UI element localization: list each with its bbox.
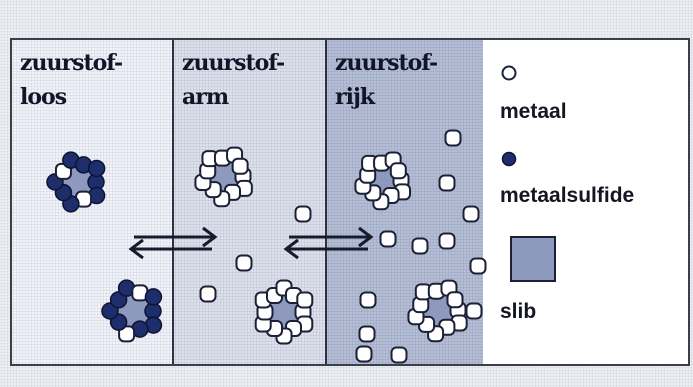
column-title-oxygen-rich: zuurstof- rijk bbox=[335, 46, 475, 114]
metal-particle bbox=[379, 230, 397, 248]
metal-particle bbox=[469, 257, 487, 275]
column-title-oxygen-free: zuurstof- loos bbox=[20, 46, 160, 114]
equilibrium-arrow-icon bbox=[128, 226, 218, 260]
metal-particle bbox=[446, 291, 464, 309]
metal-particle bbox=[199, 285, 217, 303]
metal-particle bbox=[358, 325, 376, 343]
metal-particle bbox=[294, 205, 312, 223]
equilibrium-arrow-icon bbox=[283, 226, 374, 260]
column-title-line: loos bbox=[20, 84, 67, 110]
metal-particle-icon bbox=[501, 65, 517, 81]
metal-particle bbox=[462, 205, 480, 223]
legend-label-metal-sulfide: metaalsulfide bbox=[500, 184, 635, 207]
column-title-line: rijk bbox=[335, 84, 375, 110]
metal-sulfide-particle bbox=[87, 159, 106, 178]
column-title-line: arm bbox=[182, 84, 229, 110]
legend-label-metal: metaal bbox=[500, 100, 567, 123]
metal-particle bbox=[411, 237, 429, 255]
metal-particle bbox=[444, 129, 462, 147]
metal-particle bbox=[359, 291, 377, 309]
metal-particle bbox=[118, 325, 136, 343]
metal-particle bbox=[389, 162, 407, 180]
metal-sulfide-particle-icon bbox=[501, 151, 517, 167]
metal-particle bbox=[465, 302, 483, 320]
metal-particle bbox=[390, 346, 408, 364]
metal-particle bbox=[296, 291, 314, 309]
metal-particle bbox=[231, 157, 249, 175]
column-title-oxygen-poor: zuurstof- arm bbox=[182, 46, 322, 114]
metal-sulfide-particle bbox=[144, 288, 163, 306]
column-title-line: zuurstof- bbox=[335, 50, 438, 76]
legend-label-sludge: slib bbox=[500, 300, 537, 323]
column-title-line: zuurstof- bbox=[20, 50, 123, 76]
sludge-square-icon bbox=[510, 236, 556, 282]
metal-particle bbox=[438, 174, 456, 192]
particle-diagram bbox=[46, 129, 487, 364]
particles-layer bbox=[46, 129, 487, 364]
column-title-line: zuurstof- bbox=[182, 50, 285, 76]
metal-particle bbox=[355, 345, 373, 363]
metal-particle bbox=[235, 254, 253, 272]
diagram-frame: zuurstof- loos zuurstof- arm zuurstof- r… bbox=[10, 38, 690, 366]
metal-particle bbox=[438, 232, 456, 250]
